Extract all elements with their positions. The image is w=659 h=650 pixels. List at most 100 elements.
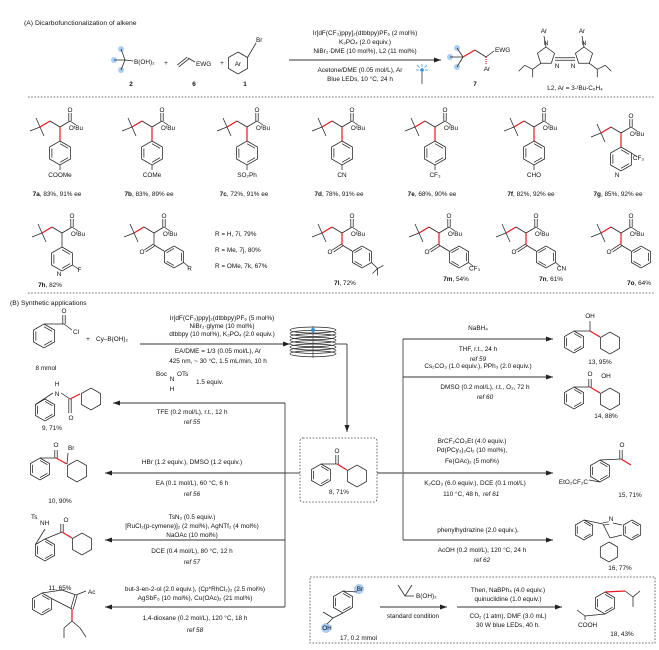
bond [332,612,344,619]
bond [525,244,537,252]
ester-label: OᵗBu [71,231,86,238]
ligand-aryl: Ar [579,28,586,35]
bond [620,226,632,234]
double-bond [145,245,155,253]
plus-sign: + [164,60,168,67]
bond [632,590,641,598]
atom-label: COOH [578,622,598,629]
bond [51,598,73,610]
bond [434,120,446,128]
compound-id: 7g [593,191,601,198]
aromatic-bond [620,163,630,169]
ligand-nitrogen: N [571,63,576,70]
ligand-aryl: Ar [541,28,548,35]
compound-id: 7m [443,276,453,283]
aromatic-bond [573,401,582,407]
bond [317,117,323,128]
condition-line: EA (0.1 mol/L), 60 °C, 6 h [156,479,229,487]
atom-label: O [629,113,634,120]
bond [444,120,452,126]
reagent-atom: OTs [177,371,188,378]
atom-label: O [54,442,59,449]
bond [410,117,416,128]
aromatic-bond [39,472,48,478]
condition-line: quinuclidine (1.0 equiv.) [474,596,541,603]
compound-yield: , 85%, 92% ee [601,191,643,198]
product-label: 14, 88% [594,413,618,420]
bond [418,232,424,243]
condition-line: CO₂ (1 atm), DMF (3.0 mL) [469,613,546,620]
atom-label: O [443,107,448,114]
bond [75,590,87,596]
compound-number-7: 7 [473,81,477,88]
light-icon [311,328,315,332]
compound-label: 7l, 72% [334,280,356,287]
bond [129,223,135,234]
compound-yield: , 82%, 92% ee [513,191,555,198]
compound-label: 7a, 83%, 91% ee [33,191,82,198]
bond [630,126,638,132]
bond [246,120,258,128]
bond [404,126,416,132]
aromatic-bond [573,389,582,395]
bond [131,126,137,137]
aromatic-bond [533,157,543,163]
plus-sign: + [220,60,224,67]
condition-line: 425 nm, ~ 30 °C, 1.5 mL/min, 10 h [169,357,267,365]
atom-label: O [447,213,452,220]
n-aryl-bond [543,35,547,48]
compound-yield: , 82% [46,282,63,289]
compound-label: 7n, 61% [539,276,563,283]
aromatic-bond [320,478,329,484]
substituent-label: CF₃ [429,172,441,179]
pyridine-ring [51,246,73,272]
bond [120,48,126,61]
condition-line: K₂CO₃ (6.0 equiv.), DCE (0.1 mol/L) [424,480,526,487]
bond [336,463,348,471]
condition-line: NaOAc (10 mol%) [166,532,218,539]
atom-label: O [335,448,340,455]
bond [161,120,169,126]
aromatic-bond [44,541,53,547]
compound-label: 7o, 64% [627,280,651,287]
bond [341,120,353,128]
bond [72,264,79,270]
condition-line: dtbbpy (10 mol%), K₃PO₄ (2.0 equiv.) [169,331,275,338]
reference: ref 60 [477,394,494,401]
alkene-ewg: EWG [196,61,211,68]
bond [41,589,63,594]
bond [71,226,79,232]
scale-label: 8 mmol [36,365,57,372]
atom-label: OH [601,373,611,380]
aromatic-bond [341,157,351,163]
ester-label: OᵗBu [448,231,463,238]
r-variant: R = H, 7i, 79% [215,231,257,238]
double-bond [430,245,440,253]
ester-label: OᵗBu [163,231,178,238]
benzene-ring [564,330,584,354]
bond [590,132,602,138]
section-a-title: (A) Dicarbofunctionalization of alkene [24,20,137,27]
cyclohexylboronic-acid: Cy–B(OH)₂ [96,336,128,343]
atom-label: O [512,249,517,256]
aromatic-bond [246,143,256,149]
bond [143,226,155,234]
bond [256,120,264,126]
bond [311,232,323,238]
substituent-label: SO₂Ph [237,172,257,179]
bond [600,226,612,234]
bond [468,262,474,267]
bond [131,120,143,128]
bond [49,120,61,128]
bond [321,126,327,137]
bond [609,534,623,539]
reagent-atom: H [170,386,175,393]
condition-line: DCE (0.4 mol/L), 80 °C, 12 h [151,547,233,555]
aromatic-bond [599,462,608,468]
aromatic-bond [538,248,547,254]
product-label: 11, 65% [49,585,72,592]
condition-line: Fe(OAc)₂ (5 mol%) [445,458,499,465]
atom-label: O [588,371,593,378]
bond [584,613,606,617]
